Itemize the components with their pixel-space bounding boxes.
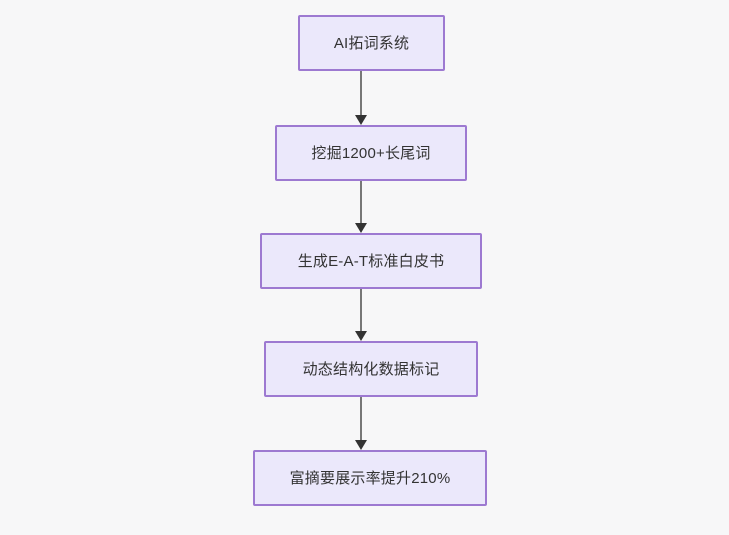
flow-connector-arrow [351,397,371,450]
flow-connector-arrow [351,181,371,233]
flow-node-n1[interactable]: AI拓词系统 [298,15,445,71]
flow-node-label: 挖掘1200+长尾词 [311,144,431,162]
flow-connector-arrow [351,289,371,341]
flow-node-n3[interactable]: 生成E-A-T标准白皮书 [260,233,482,289]
flow-node-n4[interactable]: 动态结构化数据标记 [264,341,478,397]
flow-connector-arrow [351,71,371,125]
flow-node-label: AI拓词系统 [333,34,410,52]
flow-node-n2[interactable]: 挖掘1200+长尾词 [275,125,467,181]
flow-node-label: 动态结构化数据标记 [302,360,440,378]
flow-node-n5[interactable]: 富摘要展示率提升210% [253,450,487,506]
flow-node-label: 富摘要展示率提升210% [289,469,451,487]
flow-node-label: 生成E-A-T标准白皮书 [297,252,445,270]
